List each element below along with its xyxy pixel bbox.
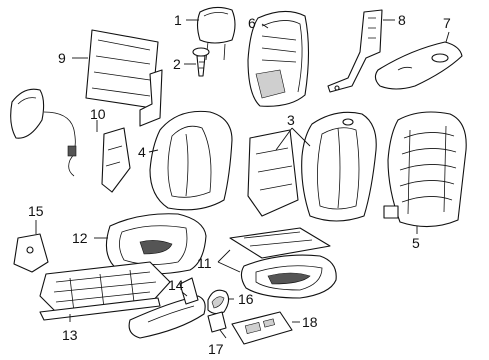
callout-2: 2 [173,56,181,72]
part-seat-cushion-set [229,227,337,299]
callout-10: 10 [90,106,106,122]
part-adjust-lever [207,289,230,315]
leader-7 [445,31,450,43]
leader-14 [181,291,188,297]
part-seat-switch [231,311,293,345]
callout-18: 18 [302,314,318,330]
callout-7: 7 [443,15,451,31]
leader-6 [261,23,269,29]
part-lumbar-support [10,88,131,193]
leader-4 [148,149,159,153]
part-headrest [196,6,236,61]
callout-17: 17 [208,341,224,357]
part-seatback-shell [247,10,310,107]
callout-9: 9 [58,50,66,66]
leader-11b [217,261,241,273]
callout-16: 16 [238,291,254,307]
part-seatback-cushion [149,110,233,211]
part-back-frame-panel [85,29,163,127]
callout-6: 6 [248,15,256,31]
part-small-bracket [13,233,49,273]
part-headrest-guide [192,47,210,77]
part-adjust-knob [207,311,227,333]
leader-3a [275,127,293,151]
callout-11: 11 [197,255,212,271]
part-back-panel [374,41,463,90]
callout-15: 15 [28,203,44,219]
part-back-cushion-set [247,111,377,222]
callout-4: 4 [138,144,146,160]
part-side-bracket [327,9,383,93]
callout-12: 12 [72,230,88,246]
part-seatback-frame [383,111,467,228]
callout-8: 8 [398,12,406,28]
callout-5: 5 [412,235,420,251]
callout-13: 13 [62,327,78,343]
callout-1: 1 [174,12,182,28]
callout-14: 14 [168,277,184,293]
part-seat-track-frame [39,261,171,321]
leader-3b [291,127,311,147]
part-side-trim [128,277,206,339]
leader-11a [217,249,231,263]
leader-17 [219,329,227,339]
callout-3: 3 [287,112,295,128]
